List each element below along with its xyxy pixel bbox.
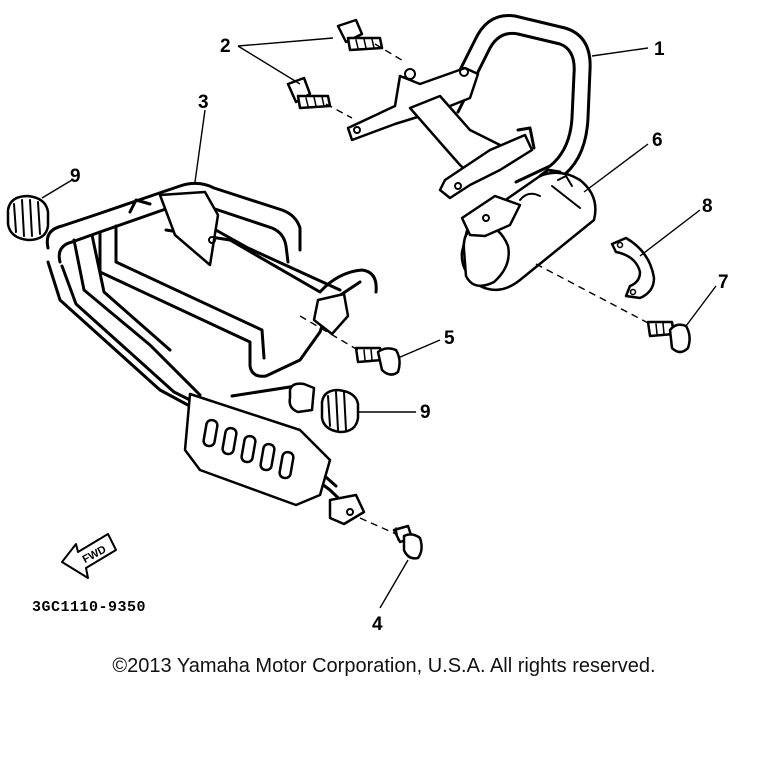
part-3-front-bumper xyxy=(45,181,378,526)
callout-3: 3 xyxy=(198,92,209,113)
part-8-clamp xyxy=(610,236,656,300)
callout-5: 5 xyxy=(444,328,455,349)
part-2-bolts xyxy=(286,18,384,110)
part-5-bolt xyxy=(354,346,401,376)
callout-2: 2 xyxy=(220,36,231,57)
callout-8: 8 xyxy=(702,196,713,217)
leader-lines xyxy=(41,37,717,609)
callout-7: 7 xyxy=(718,272,729,293)
part-4-bolt xyxy=(392,524,423,560)
part-1-rear-guard xyxy=(346,14,592,200)
part-6-horn xyxy=(460,168,597,292)
copyright-notice: ©2013 Yamaha Motor Corporation, U.S.A. A… xyxy=(112,655,656,677)
callout-6: 6 xyxy=(652,130,663,151)
callout-4: 4 xyxy=(372,614,383,635)
diagram-code: 3GC1110-9350 xyxy=(32,599,146,616)
part-9-rubber-caps xyxy=(6,194,360,434)
callout-9-bottom: 9 xyxy=(420,402,431,423)
callout-1: 1 xyxy=(654,39,665,60)
callout-numbers: 1 2 3 4 5 6 7 8 9 9 xyxy=(70,36,729,635)
callout-9-top: 9 xyxy=(70,166,81,187)
fwd-arrow-icon: FWD xyxy=(61,533,117,579)
part-7-bolt xyxy=(646,320,691,354)
